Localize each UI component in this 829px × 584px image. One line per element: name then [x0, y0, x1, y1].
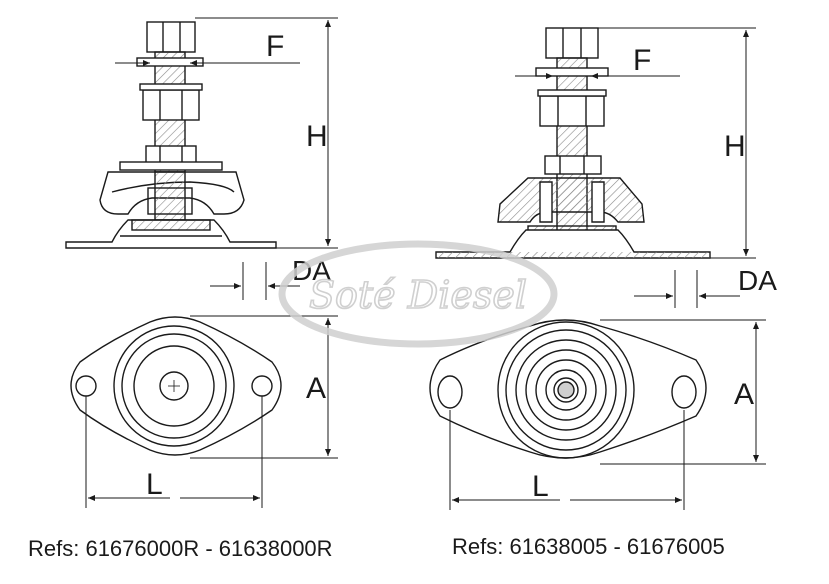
right-l-label: L [532, 470, 549, 503]
left-f-label: F [266, 30, 284, 63]
right-l-dimension [449, 410, 685, 510]
left-refs-caption: Refs: 61676000R - 61638000R [28, 536, 333, 561]
left-h-label: H [306, 120, 328, 153]
right-a-dimension [600, 319, 766, 465]
right-da-label: DA [738, 265, 777, 296]
left-l-dimension [85, 396, 263, 508]
watermark-logo: Soté Diesel [278, 240, 558, 348]
right-top-view [429, 319, 707, 459]
right-h-dimension [598, 27, 756, 259]
right-f-label: F [633, 44, 651, 77]
watermark-text: Soté Diesel [309, 273, 527, 317]
right-a-label: A [734, 378, 754, 411]
left-h-dimension [195, 17, 338, 249]
left-top-view [70, 316, 282, 456]
right-h-label: H [724, 130, 746, 163]
left-l-label: L [146, 468, 163, 501]
left-a-label: A [306, 372, 326, 405]
right-side-view [435, 27, 711, 259]
right-refs-caption: Refs: 61638005 - 61676005 [452, 534, 725, 559]
left-side-view [65, 21, 277, 249]
right-da-dimension [634, 270, 740, 308]
